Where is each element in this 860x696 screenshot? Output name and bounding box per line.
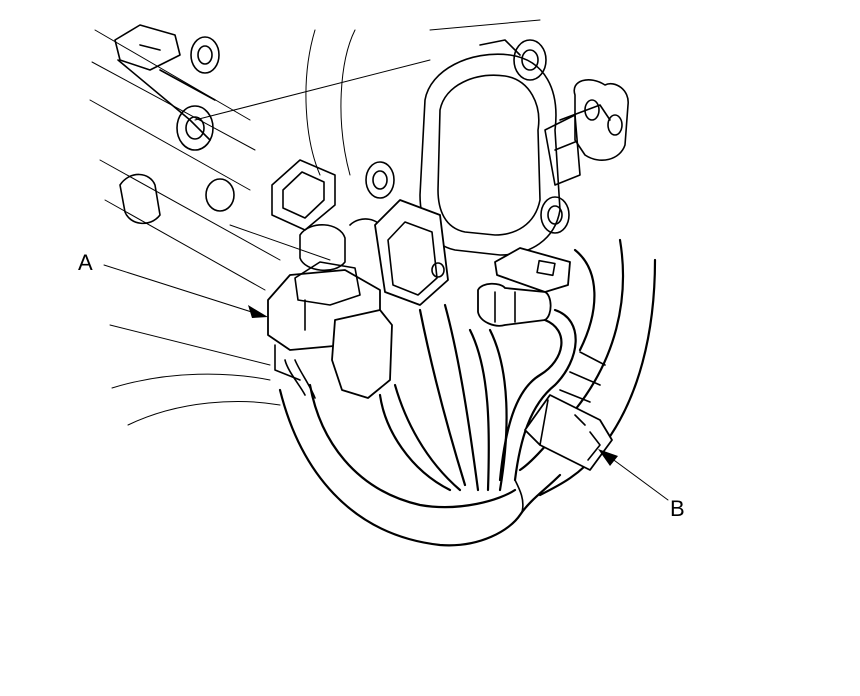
callout-b: B: [598, 449, 685, 521]
center-connector: [374, 199, 449, 306]
harness-clip-small: [494, 247, 571, 293]
callout-a: A: [78, 250, 268, 318]
sensor-connector-right: [477, 282, 552, 327]
engine-background: [89, 19, 541, 426]
harness-clamp-b: [524, 351, 613, 471]
throttle-body: [419, 39, 611, 256]
mounting-bracket: [544, 79, 629, 186]
upper-bracket: [114, 24, 220, 151]
connector-a: [267, 261, 393, 399]
callout-b-label: B: [670, 496, 685, 521]
callout-a-label: A: [78, 250, 93, 275]
sensor-connector-upper: [271, 159, 395, 231]
injector-bodies: [119, 173, 383, 271]
